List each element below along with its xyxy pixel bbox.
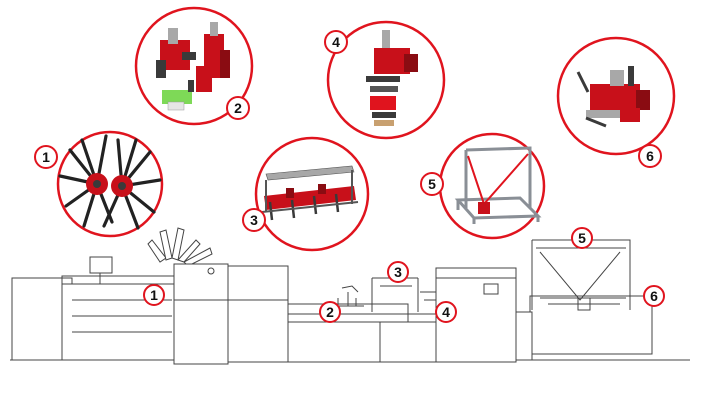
callout-badge-5-ring [420,172,444,196]
outfeed-gantry [515,239,653,361]
machine-marker-6: 6 [643,285,665,307]
callout-badge-2: 2 [226,96,250,120]
callout-badge-3-label: 3 [250,212,258,228]
machine-marker-5-ring [571,227,593,249]
callout-badge-4: 4 [324,30,348,54]
callout-badge-6: 6 [638,144,662,168]
sheet-fan [147,227,213,267]
callout-badge-1-label: 1 [42,149,50,165]
callout-badge-3-ring [242,208,266,232]
gantry-frame-icon [454,146,542,224]
callout-badge-1-ring [34,145,58,169]
pick-head-icon [576,66,650,128]
callout-badge-5-label: 5 [428,176,436,192]
callout-badge-2-ring [226,96,250,120]
production-line-drawing [10,227,690,365]
callout-6-pick-head [556,36,676,156]
central-unit [173,263,289,365]
callout-badge-3: 3 [242,208,266,232]
machine-marker-2-label: 2 [326,304,334,320]
machine-marker-3: 3 [387,261,409,283]
callout-5-gantry-frame [438,132,546,240]
callout-badge-5: 5 [420,172,444,196]
press-stack-icon [366,30,418,126]
machine-marker-1-ring [143,284,165,306]
machine-marker-5: 5 [571,227,593,249]
gripper-head-icon [156,22,230,111]
machine-marker-1: 1 [143,284,165,306]
machine-marker-1-label: 1 [150,287,158,303]
machine-marker-6-label: 6 [650,288,658,304]
machine-marker-3-label: 3 [394,264,402,280]
machine-marker-4-label: 4 [442,304,450,320]
callout-3-rail-carriage [254,136,370,252]
callout-2-gripper-heads [134,6,254,126]
callout-badge-1: 1 [34,145,58,169]
machine-marker-4-ring [435,301,457,323]
callout-badge-4-label: 4 [332,34,340,50]
brush-roller-icon [58,134,162,230]
machine-marker-6-ring [643,285,665,307]
callout-badge-6-label: 6 [646,148,654,164]
callout-1-brush-rollers [56,130,164,238]
callout-number-badges: 1 2 3 4 5 6 [34,30,662,232]
transfer-conveyor [287,277,470,363]
machine-marker-3-ring [387,261,409,283]
machine-position-markers: 1 2 3 4 5 6 [143,227,665,323]
machine-marker-2: 2 [319,301,341,323]
rail-carriage-icon [261,165,359,221]
callout-badge-4-ring [324,30,348,54]
machine-marker-2-ring [319,301,341,323]
machine-marker-4: 4 [435,301,457,323]
callout-badge-6-ring [638,144,662,168]
machine-marker-5-label: 5 [578,230,586,246]
infeed-conveyor [11,256,180,361]
callout-4-press-stack [326,20,446,140]
callout-badge-2-label: 2 [234,100,242,116]
